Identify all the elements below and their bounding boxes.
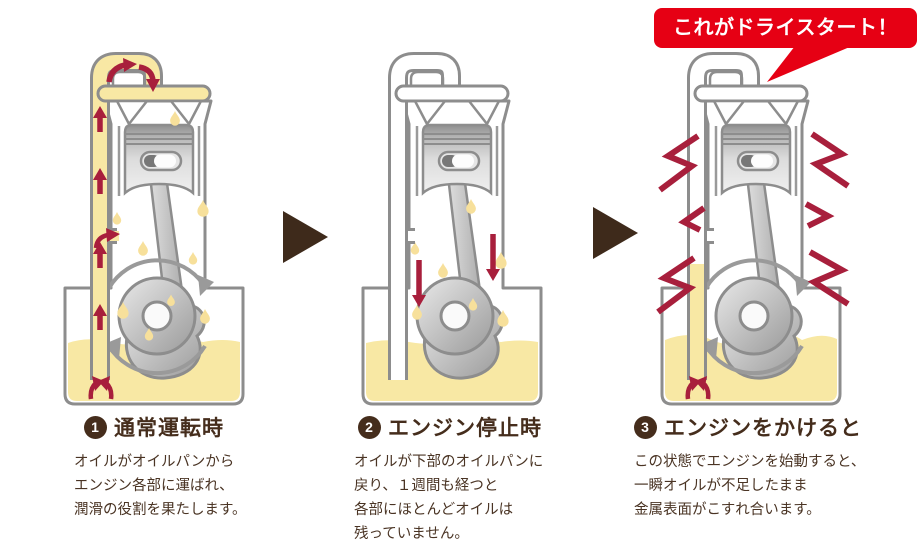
caption-step-2: 2 エンジン停止時 オイルが下部のオイルパンに 戻り、１週間も経つと 各部にほと…: [354, 412, 594, 546]
callout-label: これがドライスタート！: [673, 17, 898, 39]
step-number-badge: 3: [634, 415, 657, 439]
step-1-heading: 1 通常運転時: [74, 412, 294, 442]
dry-start-callout: これがドライスタート！: [654, 8, 917, 48]
engine-diagram-dry-start: [656, 52, 850, 406]
step-title: 通常運転時: [114, 417, 224, 440]
crankshaft-hole: [141, 300, 173, 332]
piston: [720, 123, 792, 196]
valve-wedges: [413, 99, 501, 126]
step-3-heading: 3 エンジンをかけると: [634, 412, 894, 442]
rotation-arrows: [102, 258, 214, 376]
oil-suction-arrows: [685, 376, 711, 400]
caption-step-1: 1 通常運転時 オイルがオイルパンから エンジン各部に運ばれ、 潤滑の役割を果た…: [74, 412, 294, 522]
callout-tail: [767, 46, 852, 82]
step-2-description: オイルが下部のオイルパンに 戻り、１週間も経つと 各部にほとんどオイルは 残って…: [354, 454, 544, 542]
cover-handle-arch: [409, 70, 445, 86]
cylinder-bore: [117, 126, 201, 196]
oil-pipe-empty: [388, 52, 461, 380]
oil-drain-arrows: [412, 234, 500, 307]
valve-wedges: [115, 99, 203, 126]
step-2-heading: 2 エンジン停止時: [354, 412, 594, 442]
rotation-arrows: [699, 258, 811, 376]
step-title: エンジンをかけると: [664, 417, 862, 440]
cover-handle-arch: [708, 70, 744, 86]
valve-cover: [693, 84, 809, 103]
crankshaft-hole: [738, 300, 770, 332]
engine-diagram-normal-operation: [63, 52, 245, 406]
valve-cover: [394, 84, 510, 103]
oil-droplets: [410, 199, 509, 327]
caption-step-3: 3 エンジンをかけると この状態でエンジンを始動すると、 一瞬オイルが不足したま…: [634, 412, 894, 522]
step-3-description: この状態でエンジンを始動すると、 一瞬オイルが不足したまま 金属表面がこすれ合い…: [634, 454, 866, 518]
oil-flow-arrows: [88, 58, 160, 400]
step-number-badge: 1: [84, 415, 107, 439]
cylinder-bore: [415, 126, 499, 196]
step-arrow-2: [593, 207, 638, 259]
step-arrow-1: [283, 211, 328, 263]
step-1-description: オイルがオイルパンから エンジン各部に運ばれ、 潤滑の役割を果たします。: [74, 454, 247, 518]
cylinder-bore: [714, 126, 798, 196]
valve-wedges: [712, 99, 800, 126]
step-title: エンジン停止時: [388, 417, 542, 440]
piston: [123, 123, 195, 196]
friction-sparks: [656, 131, 850, 315]
crankshaft-hole: [439, 300, 471, 332]
cover-handle-arch: [111, 70, 147, 86]
engine-diagram-engine-stopped: [361, 52, 543, 406]
oil-pipe-partial: [687, 52, 760, 380]
piston: [421, 123, 493, 196]
step-number-badge: 2: [358, 415, 381, 439]
